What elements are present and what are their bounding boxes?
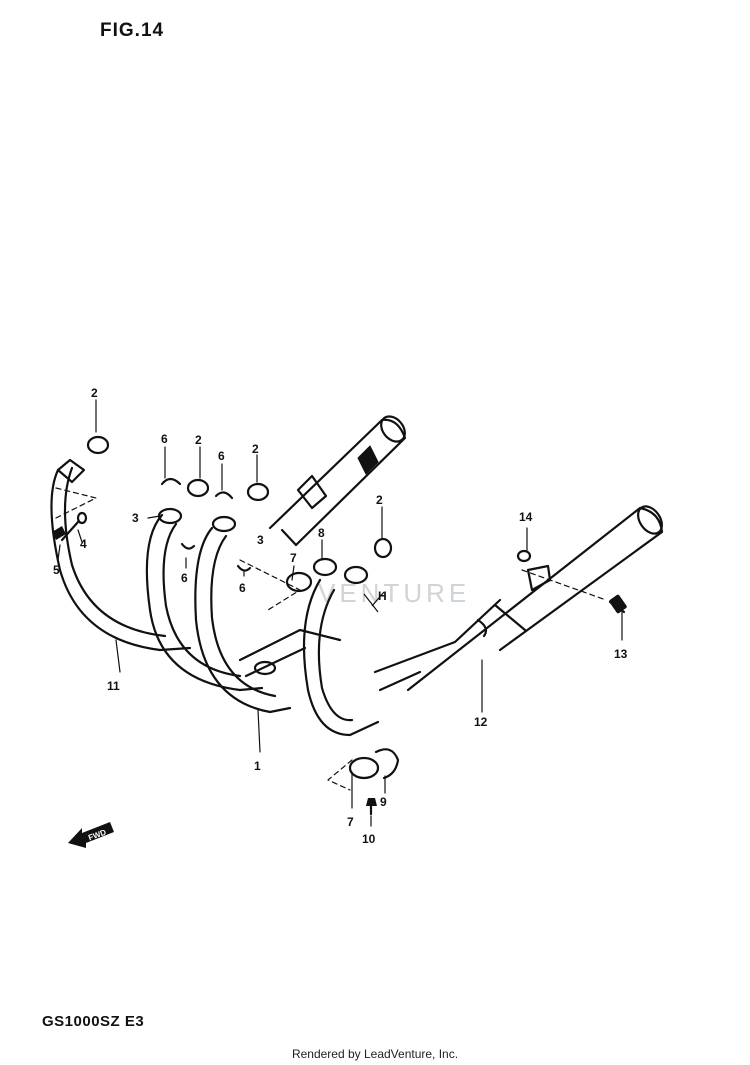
watermark-text: VENTURE xyxy=(318,578,470,608)
left-muffler[interactable] xyxy=(268,412,410,547)
connector-icon[interactable] xyxy=(285,571,313,593)
callout-number: 13 xyxy=(614,647,628,661)
gasket-icon[interactable] xyxy=(246,482,270,502)
bolt-head-icon xyxy=(52,526,66,540)
callout-number: 7 xyxy=(290,551,297,565)
callout-number: 6 xyxy=(239,581,246,595)
clamp-icon[interactable] xyxy=(312,557,338,577)
callout-number: 6 xyxy=(218,449,225,463)
callout-number: 6 xyxy=(181,571,188,585)
exhaust-pipe-11[interactable] xyxy=(50,458,192,652)
callout-number: 6 xyxy=(161,432,168,446)
callout-number: 2 xyxy=(195,433,202,447)
callout-number: 10 xyxy=(362,832,376,846)
gasket-icon[interactable] xyxy=(186,478,210,498)
callout-number: 3 xyxy=(257,533,264,547)
bolt-head-icon xyxy=(366,798,377,806)
callout-number: 2 xyxy=(252,442,259,456)
callout-number: 7 xyxy=(347,815,354,829)
retainer-icon[interactable] xyxy=(160,477,182,486)
clamp-icon[interactable] xyxy=(343,565,369,585)
connector-icon[interactable] xyxy=(348,756,380,780)
callout-number: 4 xyxy=(80,537,87,551)
callout-number: 14 xyxy=(519,510,533,524)
washer-icon[interactable] xyxy=(76,511,88,525)
exhaust-pipe-1[interactable] xyxy=(194,526,342,714)
callout-number: 2 xyxy=(376,493,383,507)
figure-title: FIG.14 xyxy=(100,20,165,41)
callout-number: 3 xyxy=(132,511,139,525)
callout-number: 8 xyxy=(318,526,325,540)
retainer-icon[interactable] xyxy=(180,542,196,550)
clamp-icon[interactable] xyxy=(374,748,400,780)
gasket-icon[interactable] xyxy=(373,537,393,559)
dimension-label: H xyxy=(378,589,387,603)
bolt-icon[interactable] xyxy=(60,520,80,542)
retainer-icon[interactable] xyxy=(214,491,234,500)
bolt-head-icon xyxy=(609,594,627,614)
callout-number: 12 xyxy=(474,715,488,729)
gasket-icon[interactable] xyxy=(86,435,110,455)
callout-number: 1 xyxy=(254,759,261,773)
clamp-icon[interactable] xyxy=(211,515,237,533)
callout-number: 2 xyxy=(91,386,98,400)
retainer-icon[interactable] xyxy=(236,564,252,572)
exhaust-pipe-4th[interactable] xyxy=(302,578,380,737)
model-code: GS1000SZ E3 xyxy=(42,1013,145,1030)
footer-credit: Rendered by LeadVenture, Inc. xyxy=(291,1047,459,1061)
callout-number: 9 xyxy=(380,795,387,809)
callout-number: 11 xyxy=(107,679,120,693)
washer-icon[interactable] xyxy=(516,549,532,563)
callout-number: 5 xyxy=(53,563,60,577)
forward-direction-arrow: FWD xyxy=(68,822,114,848)
